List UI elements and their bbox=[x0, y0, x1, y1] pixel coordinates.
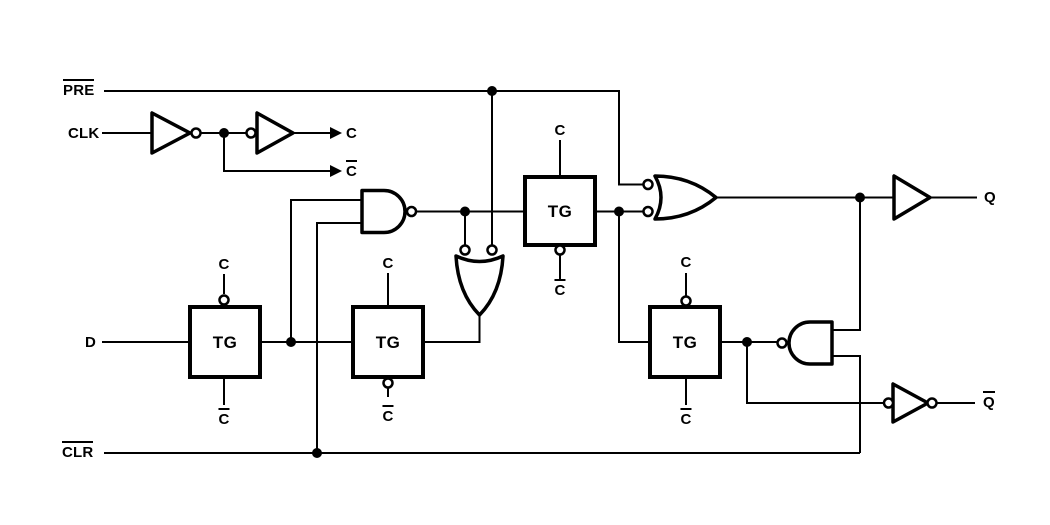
nor-left-input-bubble bbox=[459, 244, 471, 256]
q-node-dot bbox=[855, 192, 865, 203]
tg3-box bbox=[523, 175, 597, 247]
wire-tg3-to-tg4 bbox=[618, 211, 650, 343]
wire-nand2-top-in bbox=[832, 197, 861, 331]
preset-or-gate bbox=[653, 174, 718, 221]
or-top-input-bubble bbox=[642, 178, 654, 191]
cbar-arrowhead bbox=[330, 165, 342, 177]
tg1-out-node-dot bbox=[286, 337, 296, 347]
feedback-nor-gate bbox=[454, 254, 505, 317]
wire-nor-out bbox=[423, 315, 481, 343]
wire-pre bbox=[104, 90, 646, 186]
tg4-label: TG bbox=[672, 333, 698, 352]
qbar-inv-input-bubble bbox=[882, 397, 895, 409]
tg2-cbar-bubble bbox=[382, 377, 394, 389]
q-output-label: Q bbox=[984, 189, 996, 206]
tg1-cbar-label: C bbox=[218, 408, 230, 427]
tg2-label: TG bbox=[375, 333, 401, 352]
q-buffer bbox=[892, 174, 932, 221]
pre-input-label: PRE bbox=[63, 79, 95, 98]
wire-to-qbar-inv bbox=[746, 342, 885, 404]
tg3-cbar-bubble bbox=[554, 244, 566, 256]
inv1-output-bubble bbox=[190, 127, 202, 139]
tg2-c-label: C bbox=[382, 255, 394, 272]
tg2-box bbox=[351, 305, 425, 379]
bubbles bbox=[190, 127, 938, 409]
tg4-cbar-label: C bbox=[680, 408, 692, 427]
tg1-c-label: C bbox=[218, 256, 230, 273]
nand2-output-bubble bbox=[776, 337, 788, 349]
tg4-c-label: C bbox=[680, 254, 692, 271]
qbar-inv-output-bubble bbox=[926, 397, 938, 409]
tg3-out-node-dot bbox=[614, 206, 624, 217]
qbar-output-label: Q bbox=[983, 391, 995, 410]
tg3-cbar-label: C bbox=[554, 279, 566, 298]
qbar-inverter bbox=[891, 382, 930, 424]
tg4-box bbox=[648, 305, 722, 379]
clk-inverter-2 bbox=[255, 111, 295, 155]
c-signal-label: C bbox=[346, 125, 358, 142]
wire-nand1-top-in bbox=[290, 199, 362, 342]
or-bottom-input-bubble bbox=[642, 205, 654, 218]
junction-dots bbox=[219, 86, 865, 458]
tg1-label: TG bbox=[212, 333, 238, 352]
clr-input-label: CLR bbox=[62, 441, 94, 460]
nor-right-input-bubble bbox=[486, 244, 498, 256]
wire-nand1-bot-in bbox=[316, 222, 362, 453]
tg1-box bbox=[188, 305, 262, 379]
output-nand-gate bbox=[787, 320, 834, 366]
clk-input-label: CLK bbox=[68, 125, 100, 142]
wire-nand2-bot-in bbox=[832, 355, 861, 453]
tg1-c-bubble bbox=[218, 294, 230, 306]
wires bbox=[102, 90, 977, 454]
inv2-input-bubble bbox=[245, 127, 257, 139]
tg3-c-label: C bbox=[554, 122, 566, 139]
nand1-out-node-dot bbox=[460, 206, 470, 217]
c-arrowhead bbox=[330, 127, 342, 139]
input-nand-gate bbox=[360, 188, 407, 235]
tg4-c-bubble bbox=[680, 295, 692, 307]
d-input-label: D bbox=[85, 334, 97, 351]
tg4-out-node-dot bbox=[742, 337, 752, 347]
tg3-label: TG bbox=[547, 202, 573, 221]
tg2-cbar-label: C bbox=[382, 405, 394, 424]
cbar-signal-label: C bbox=[346, 160, 358, 179]
clr-node-dot bbox=[312, 448, 322, 458]
nand1-output-bubble bbox=[405, 205, 418, 218]
wire-cbar-out bbox=[223, 133, 330, 172]
clk-inverter-1 bbox=[150, 111, 192, 155]
clk-node-dot bbox=[219, 128, 229, 138]
pre-node-dot bbox=[487, 86, 497, 96]
